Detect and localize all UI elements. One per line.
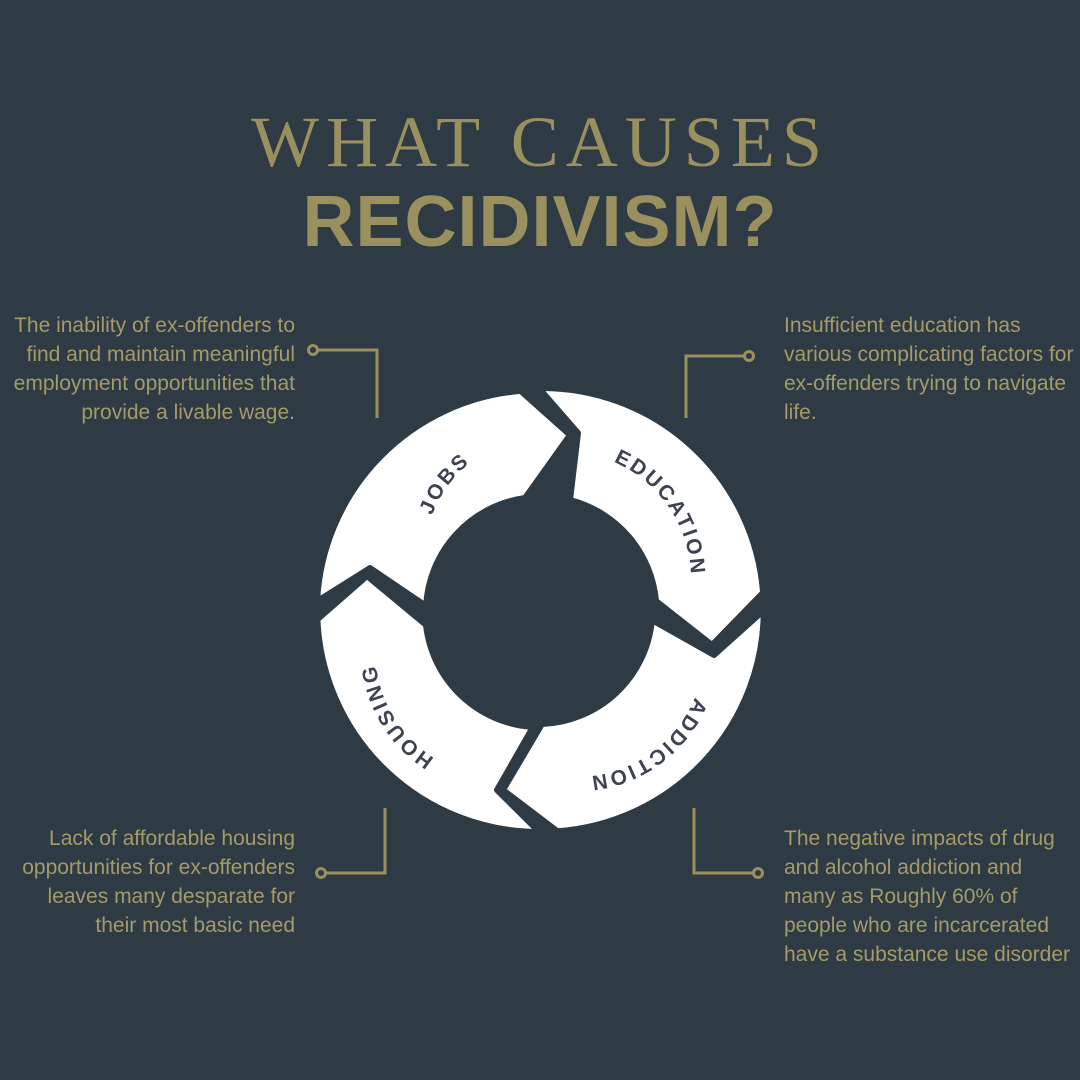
education-segment: [535, 384, 767, 648]
title-line-1: WHAT CAUSES: [251, 102, 829, 182]
jobs-connector: [307, 344, 379, 418]
education-connector: [684, 350, 755, 418]
jobs-description: The inability of ex-offenders to find an…: [13, 314, 295, 424]
housing-description: Lack of affordable housing opportunities…: [22, 827, 295, 937]
title-line-2: RECIDIVISM?: [302, 182, 778, 262]
jobs-segment: [314, 387, 573, 609]
housing-connector: [315, 808, 387, 879]
housing-segment: [314, 573, 543, 835]
addiction-connector: [692, 808, 764, 879]
addiction-segment: [500, 607, 767, 835]
addiction-description: The negative impacts of drug and alcohol…: [784, 827, 1071, 966]
education-description: Insufficient education has various compl…: [784, 314, 1074, 424]
